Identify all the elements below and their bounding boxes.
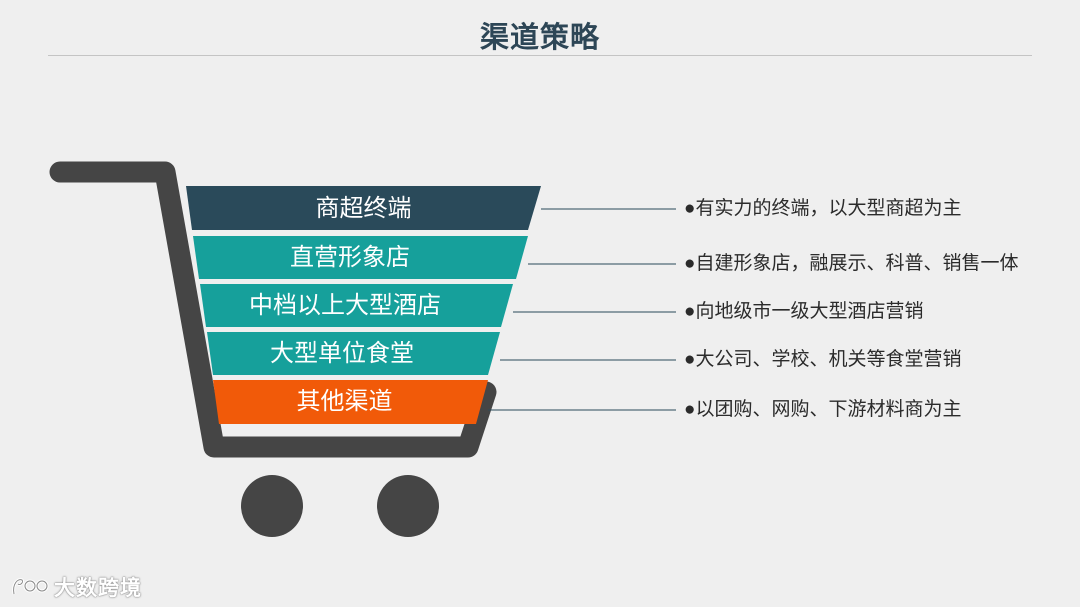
channel-description-1: ●有实力的终端，以大型商超为主 xyxy=(684,198,962,219)
channel-description-2: ●自建形象店，融展示、科普、销售一体 xyxy=(684,253,1019,274)
channel-band-1 xyxy=(186,186,541,230)
channel-label-3: 中档以上大型酒店 xyxy=(249,292,441,319)
cart-wheel-left xyxy=(241,475,303,537)
channel-description-3: ●向地级市一级大型酒店营销 xyxy=(684,301,924,322)
channel-label-2: 直营形象店 xyxy=(290,244,410,271)
page-title: 渠道策略 xyxy=(479,22,600,54)
channel-label-4: 大型单位食堂 xyxy=(270,340,414,367)
channel-band-3 xyxy=(200,284,513,327)
title-divider xyxy=(48,55,1032,56)
channel-label-5: 其他渠道 xyxy=(296,388,393,415)
channel-description-5: ●以团购、网购、下游材料商为主 xyxy=(684,399,962,420)
watermark-text: 大数跨境 xyxy=(54,577,142,600)
channel-band-4 xyxy=(207,332,500,375)
channel-band-5 xyxy=(213,380,488,424)
channel-description-4: ●大公司、学校、机关等食堂营销 xyxy=(684,349,962,370)
channel-label-1: 商超终端 xyxy=(315,195,412,222)
brand-logo-icon xyxy=(12,578,49,595)
watermark: 大数跨境 xyxy=(10,572,142,602)
cart-wheel-right xyxy=(377,475,439,537)
cart-frame xyxy=(49,161,497,458)
channel-band-2 xyxy=(193,236,528,279)
